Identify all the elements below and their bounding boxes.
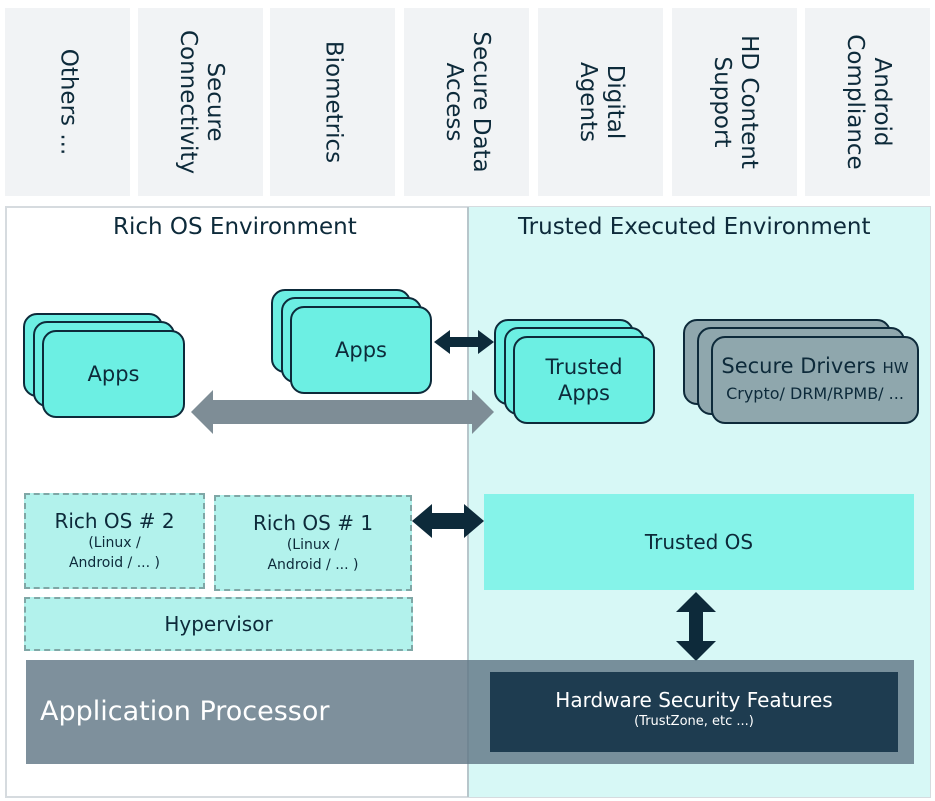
hardware-security-features-box[interactable]: Hardware Security Features (TrustZone, e… bbox=[490, 672, 898, 752]
trustedos-hw-arrow bbox=[676, 592, 716, 661]
apps-left-label: Apps bbox=[87, 362, 140, 386]
rich-os-1-box[interactable]: Rich OS # 1 (Linux / Android / ... ) bbox=[214, 495, 412, 591]
trusted-apps-line2: Apps bbox=[558, 381, 610, 405]
rich-os-1-title: Rich OS # 1 bbox=[252, 511, 374, 535]
trusted-os-label: Trusted OS bbox=[644, 530, 754, 554]
hypervisor-label: Hypervisor bbox=[164, 612, 273, 636]
rich-os-2-sub2: Android / ... ) bbox=[68, 555, 160, 571]
trusted-apps-line1: Trusted bbox=[545, 355, 623, 379]
rich-os-2-title: Rich OS # 2 bbox=[54, 509, 175, 533]
usecase-hd-content: HD Content Support bbox=[672, 8, 797, 196]
secure-drivers-card[interactable]: Secure Drivers HW Crypto/ DRM/RPMB/ ... bbox=[711, 336, 919, 424]
apps-trusted-apps-arrow bbox=[434, 330, 494, 354]
tee-title: Trusted Executed Environment bbox=[518, 214, 871, 240]
usecase-android-compliance: Android Compliance bbox=[805, 8, 930, 196]
hypervisor-box[interactable]: Hypervisor bbox=[24, 597, 413, 651]
apps-left-card[interactable]: Apps bbox=[42, 330, 185, 418]
usecase-others: Others ... bbox=[5, 8, 130, 196]
rich-os-2-sub1: (Linux / bbox=[88, 535, 141, 551]
usecase-digital-agents: Digital Agents bbox=[538, 8, 663, 196]
trusted-apps-label: Trusted Apps bbox=[515, 354, 653, 406]
rich-os-2-box[interactable]: Rich OS # 2 (Linux / Android / ... ) bbox=[24, 493, 205, 589]
apps-right-card[interactable]: Apps bbox=[290, 306, 432, 394]
application-processor-label: Application Processor bbox=[40, 696, 330, 727]
secure-drivers-sub: Crypto/ DRM/RPMB/ ... bbox=[726, 384, 904, 403]
secure-drivers-label: Secure Drivers HW Crypto/ DRM/RPMB/ ... bbox=[713, 353, 917, 407]
trusted-os-box[interactable]: Trusted OS bbox=[484, 494, 914, 590]
richos-trustedos-arrow bbox=[412, 504, 484, 538]
usecase-secure-data-access: Secure Data Access bbox=[404, 8, 529, 196]
apps-right-label: Apps bbox=[335, 338, 387, 362]
secure-drivers-hw: HW bbox=[882, 359, 909, 377]
usecase-secure-connectivity: Secure Connectivity bbox=[138, 8, 263, 196]
hsf-title: Hardware Security Features bbox=[555, 688, 833, 712]
usecase-biometrics: Biometrics bbox=[270, 8, 395, 196]
gray-double-arrow bbox=[191, 390, 494, 434]
secure-drivers-title: Secure Drivers bbox=[721, 354, 876, 378]
rich-os-1-sub2: Android / ... ) bbox=[267, 557, 359, 573]
hsf-sub: (TrustZone, etc ...) bbox=[634, 714, 754, 729]
rich-env-title: Rich OS Environment bbox=[113, 214, 357, 240]
trusted-apps-card[interactable]: Trusted Apps bbox=[513, 336, 655, 424]
rich-os-1-sub1: (Linux / bbox=[286, 537, 340, 553]
